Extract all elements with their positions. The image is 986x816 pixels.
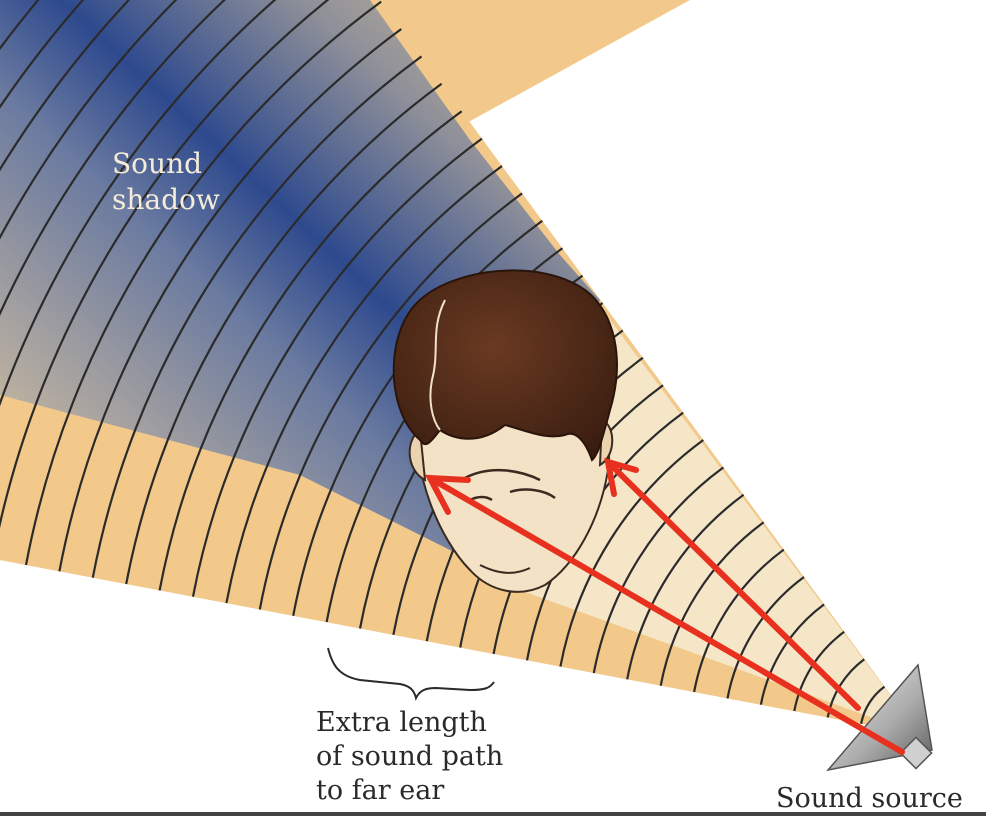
wavefront-arc xyxy=(225,165,503,604)
bottom-border xyxy=(0,812,986,816)
wavefront-arc xyxy=(125,82,443,585)
arrow-to-near-ear xyxy=(605,459,861,711)
wavefront-arc xyxy=(759,603,825,705)
wavefront-arc xyxy=(258,192,523,610)
arrow-to-far-ear xyxy=(427,475,905,755)
wavefront-arc xyxy=(292,219,543,617)
wavefront-arc xyxy=(24,0,382,566)
extra-length-brace xyxy=(327,647,495,701)
extra-length-label-line2: of sound path xyxy=(316,741,504,772)
wavefront-arc xyxy=(626,493,745,680)
wavefront-arc xyxy=(158,110,463,591)
wavefront-arc xyxy=(0,0,330,529)
wavefront-arc xyxy=(0,0,226,317)
extra-length-label: Extra length of sound path to far ear xyxy=(316,706,503,808)
wavefront-arc xyxy=(793,630,845,712)
wavefront-arc xyxy=(559,439,704,667)
hair xyxy=(392,269,618,462)
wavefront-arc xyxy=(592,466,725,674)
sound-shadow-label-line1: Sound xyxy=(112,147,203,180)
arrow-head-far-ear xyxy=(424,474,471,515)
brow xyxy=(464,468,541,482)
speaker-cone-icon xyxy=(826,663,933,772)
listener-head xyxy=(392,269,618,593)
wavefront-arc xyxy=(191,137,483,597)
wavefront-arc xyxy=(91,55,423,578)
sound-shadow-label-line2: shadow xyxy=(112,183,220,216)
wavefront-arc xyxy=(693,548,785,693)
sound-source-label: Sound source xyxy=(776,783,963,814)
wavefront-arc xyxy=(58,28,402,572)
sound-path-arrows xyxy=(424,457,905,755)
direct-sound-zone xyxy=(520,320,920,735)
wavefront-arc xyxy=(860,685,886,725)
wavefront-arc xyxy=(0,0,178,240)
wavefront-arc xyxy=(0,0,131,172)
hair-part xyxy=(429,299,446,431)
wavefront-arc xyxy=(659,521,765,686)
wavefront-arc xyxy=(0,0,277,407)
extra-length-label-line1: Extra length xyxy=(316,707,487,738)
mouth xyxy=(479,564,531,574)
sound-shadow-label: Sound shadow xyxy=(112,146,220,218)
extra-length-label-line3: to far ear xyxy=(316,775,445,806)
arrow-head-near-ear xyxy=(604,457,639,497)
wavefront-arc xyxy=(726,576,805,699)
